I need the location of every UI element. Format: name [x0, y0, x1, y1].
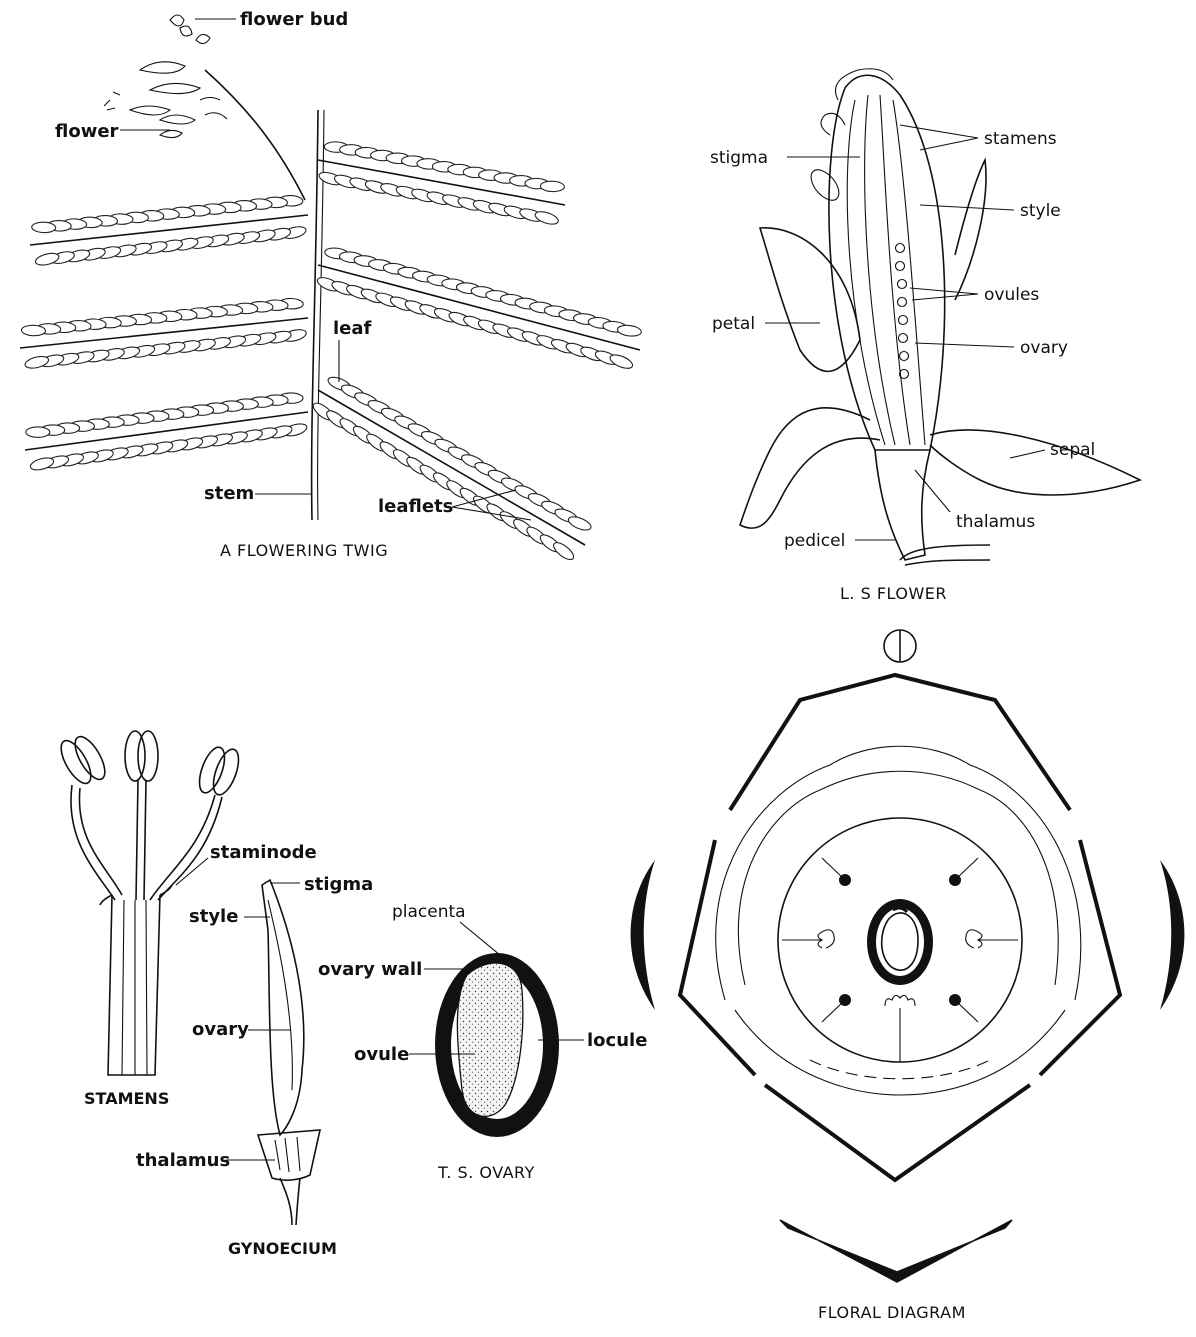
flowering-twig: flower bud flower leaf stem leaflets A F… — [20, 9, 642, 563]
caption-gynoecium: GYNOECIUM — [228, 1239, 337, 1258]
anther-middle — [125, 731, 158, 781]
gynoecium-figure: stigma style ovary thalamus GYNOECIUM — [136, 874, 373, 1258]
stamen-tube — [108, 895, 160, 1075]
ls-pedicel — [900, 545, 990, 565]
label-staminode: staminode — [210, 842, 317, 863]
label-flower: flower — [55, 121, 119, 142]
ls-thalamus — [875, 450, 930, 560]
caption-twig: A FLOWERING TWIG — [220, 541, 388, 560]
leaflet — [540, 181, 564, 192]
label-petal: petal — [712, 314, 755, 334]
rachis — [318, 390, 585, 545]
leaflet — [21, 325, 45, 336]
leaflet — [567, 514, 593, 533]
leaflet — [534, 209, 560, 226]
caption-floral-diagram: FLORAL DIAGRAM — [818, 1303, 966, 1322]
gynoecium-thalamus — [258, 1130, 320, 1180]
leaflet — [26, 427, 50, 438]
anther-right — [194, 744, 243, 798]
label-ls-stigma: stigma — [710, 148, 768, 168]
ls-ovules — [896, 244, 909, 379]
label-ovary-wall: ovary wall — [318, 959, 422, 980]
label-stamens: stamens — [984, 129, 1057, 149]
ls-sepal — [930, 430, 1140, 495]
label-locule: locule — [587, 1030, 647, 1051]
leaflet-group — [21, 141, 642, 562]
label-pedicel: pedicel — [784, 531, 845, 551]
ls-flower: stamens stigma style ovules petal ovary … — [710, 69, 1140, 603]
ls-corolla — [829, 75, 945, 450]
zygomorphic-symbol — [884, 630, 916, 662]
staminal-dashed — [810, 1060, 990, 1079]
label-gyn-thalamus: thalamus — [136, 1150, 230, 1171]
label-ls-style: style — [1020, 201, 1061, 221]
bract-bottom — [780, 1220, 1012, 1282]
label-ovule: ovule — [354, 1044, 409, 1065]
twig-stem — [312, 110, 318, 520]
label-ls-ovary: ovary — [1020, 338, 1068, 358]
label-ovules: ovules — [984, 285, 1039, 305]
floral-diagram: FLORAL DIAGRAM — [631, 630, 1185, 1322]
label-flower-bud: flower bud — [240, 9, 348, 30]
bracteole-left — [631, 860, 655, 1010]
ts-ovary-figure: placenta ovary wall ovule locule T. S. O… — [318, 902, 647, 1182]
leaflet — [24, 354, 50, 370]
label-placenta: placenta — [392, 902, 466, 922]
fd-ovule — [882, 913, 918, 970]
flower-cluster — [104, 15, 227, 138]
caption-ls-flower: L. S FLOWER — [840, 584, 947, 603]
flower-stalk — [205, 70, 305, 200]
twig-stem-edge — [318, 110, 324, 520]
label-leaf: leaf — [333, 318, 372, 339]
caption-ts-ovary: T. S. OVARY — [437, 1163, 535, 1182]
ls-lower-petal — [740, 408, 880, 528]
label-stem: stem — [204, 483, 254, 504]
label-ls-thalamus: thalamus — [956, 512, 1035, 532]
leaflet — [608, 352, 634, 371]
ls-petal — [760, 228, 860, 372]
leaflet — [32, 222, 56, 233]
anther-left — [55, 732, 110, 788]
label-sepal: sepal — [1050, 440, 1095, 460]
bracteole-right — [1160, 860, 1184, 1010]
leaflet — [34, 251, 60, 267]
label-gyn-stigma: stigma — [304, 874, 373, 895]
caption-stamens: STAMENS — [84, 1089, 169, 1108]
label-leaflets: leaflets — [378, 496, 453, 517]
leaflet — [29, 456, 55, 472]
label-gyn-style: style — [189, 906, 238, 927]
leaflet — [617, 324, 642, 337]
stamens-figure: staminode STAMENS — [55, 731, 316, 1108]
gynoecium-body — [262, 880, 304, 1135]
label-gyn-ovary: ovary — [192, 1019, 249, 1040]
